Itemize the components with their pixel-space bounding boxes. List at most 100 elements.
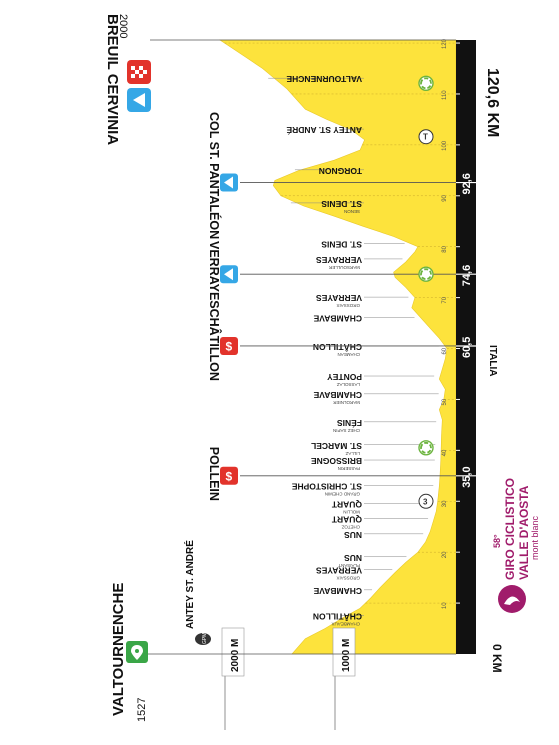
place-sub: MARSOULLER xyxy=(328,265,360,270)
start-name: VALTOURNENCHE xyxy=(110,583,127,716)
place-name: NUS xyxy=(344,553,362,563)
place-name: ANTEY ST. ANDRÉ xyxy=(286,125,362,135)
place-name: CHÂTILLON xyxy=(313,342,362,353)
elevation-profile-area xyxy=(219,39,457,655)
place-sub: LASSOLAZ xyxy=(336,382,360,387)
svg-text:1000 M: 1000 M xyxy=(341,639,352,672)
km-tick-label: 90 xyxy=(442,194,448,201)
place-sub: MOLLIN xyxy=(343,509,360,514)
sprint-icon xyxy=(220,466,238,485)
place-name: VERRAYES xyxy=(316,293,362,303)
svg-text:2000 M: 2000 M xyxy=(230,639,241,672)
place-name: QUART xyxy=(331,515,362,525)
place-sub: LILLAZ xyxy=(345,451,360,456)
zero-km-label: 0 KM xyxy=(490,644,504,673)
distance-band xyxy=(456,40,476,654)
logo-line1: GIRO CICLISTICO xyxy=(503,478,517,580)
place-name: BRISSOGNE xyxy=(311,456,362,466)
key-point-name: POLLEIN xyxy=(207,447,221,501)
place-sub: PLAISANT xyxy=(338,563,360,568)
place-name: QUART xyxy=(331,499,362,509)
sprint-symbol: $ xyxy=(226,469,233,483)
place-name: VERRAYES xyxy=(316,255,362,265)
start-block: VALTOURNENCHE 1527 xyxy=(110,583,456,722)
italia-label: ITALIA xyxy=(487,345,498,376)
km-tick-label: 60 xyxy=(442,347,448,354)
key-point-name: CHÂTILLON xyxy=(207,309,222,381)
place-name: ST. CHRISTOPHE xyxy=(291,481,362,491)
checkered-flag xyxy=(131,66,147,78)
place-sub: PASSERIN xyxy=(338,466,360,471)
km-grid xyxy=(224,42,456,604)
km-tick-label: 80 xyxy=(442,245,448,252)
climb-triangle-icon xyxy=(224,176,233,189)
recycle-symbol xyxy=(420,441,432,454)
climb-category-icon xyxy=(195,633,211,645)
place-sub: GROSSAIX xyxy=(336,303,360,308)
finish-block: BREUIL CERVINIA 2000 xyxy=(104,14,456,145)
recycle-symbol xyxy=(420,77,432,90)
place-sub: CHAMBEAUX xyxy=(331,621,360,626)
special-mark-label: T xyxy=(423,133,428,142)
place-sub: CHETOZ xyxy=(341,525,360,530)
km-tick-label: 10 xyxy=(442,602,448,609)
place-name: TORGNON xyxy=(319,166,362,176)
place-name: VERRAYES xyxy=(316,565,362,575)
distance-label: 60,5 xyxy=(461,337,473,358)
km-tick-label: 70 xyxy=(442,296,448,303)
distance-label: 35,0 xyxy=(461,466,473,487)
finish-altitude: 2000 xyxy=(117,14,129,38)
place-name: NUS xyxy=(344,530,362,540)
km-tick-label: 120 xyxy=(442,38,448,49)
place-sub: GROSSAIX xyxy=(336,575,360,580)
place-sub: GRAND CHEMIN xyxy=(325,491,360,496)
place-name: ST. DENIS xyxy=(321,240,362,250)
distance-label: 74,6 xyxy=(461,265,473,286)
place-name: CHÂTILLON xyxy=(313,611,362,622)
km-tick-label: 20 xyxy=(442,551,448,558)
place-labels: CHÂTILLONCHAMBEAUXCHAMBAVEVERRAYESGROSSA… xyxy=(268,74,439,626)
place-sub: MAROLNIER xyxy=(332,400,360,405)
antey-climb-marker: GPM ANTEY ST. ANDRÉ xyxy=(183,540,211,645)
sprint-symbol: $ xyxy=(226,339,233,353)
special-mark-label: 3 xyxy=(423,497,428,506)
logo-line2: VALLE D'AOSTA xyxy=(517,485,531,580)
key-point-name: COL ST. PANTALÉON xyxy=(207,112,222,239)
total-distance: 120,6 KM xyxy=(484,68,501,137)
recycle-symbol xyxy=(420,268,432,281)
feed-zones xyxy=(418,75,434,456)
event-logo: 58° GIRO CICLISTICO VALLE D'AOSTA mont b… xyxy=(492,478,540,613)
elevation-marker-1000: 1000 M xyxy=(332,627,356,730)
place-name: VALTOURNENCHE xyxy=(286,74,362,84)
place-name: CHAMBAVE xyxy=(313,390,362,400)
place-sub: CHAMEAN xyxy=(337,352,360,357)
logo-edition: 58° xyxy=(492,534,502,548)
sprint-icon xyxy=(220,336,238,355)
distance-label: 92,6 xyxy=(461,173,473,194)
elevation-marker-2000: 2000 M xyxy=(221,627,245,730)
place-name: FÉNIS xyxy=(337,418,362,428)
place-name: ST. MARCEL xyxy=(311,441,362,451)
intermediate-distances: 35,0 60,5 74,6 92,6 xyxy=(456,173,476,488)
key-point-name: VERRAYES xyxy=(207,241,221,309)
km-tick-label: 30 xyxy=(442,500,448,507)
place-name: ST. DENIS xyxy=(321,199,362,209)
climb-triangle-icon xyxy=(224,268,233,281)
climb-triangle-icon xyxy=(133,93,145,107)
place-name: PONTEY xyxy=(327,372,362,382)
km-tick-label: 50 xyxy=(442,398,448,405)
place-name: CHAMBAVE xyxy=(313,313,362,323)
finish-name: BREUIL CERVINIA xyxy=(104,14,121,145)
special-marks: 3T xyxy=(418,129,434,509)
svg-text:GPM: GPM xyxy=(202,633,208,644)
climb-label: ANTEY ST. ANDRÉ xyxy=(183,540,196,629)
special-mark-icon xyxy=(418,493,434,509)
km-tick-label: 110 xyxy=(442,90,448,100)
km-tick-label: 100 xyxy=(442,140,448,151)
start-altitude: 1527 xyxy=(136,698,148,722)
logo-line3: mont blanc xyxy=(530,515,540,560)
special-mark-icon xyxy=(418,129,434,145)
